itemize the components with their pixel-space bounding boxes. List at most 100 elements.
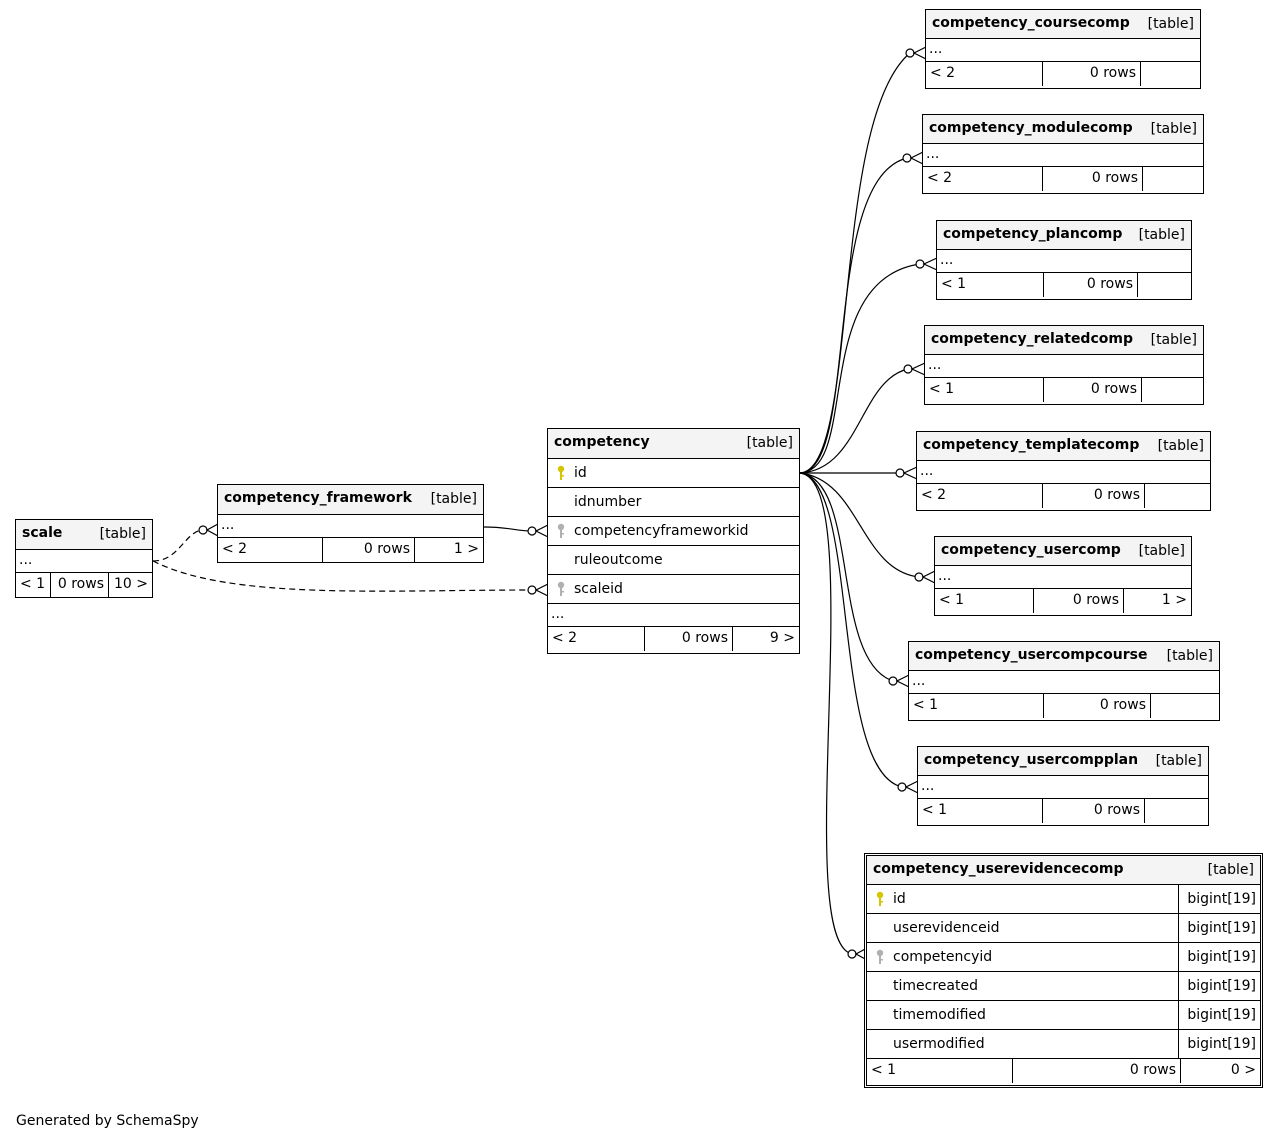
column-row[interactable]: id [548, 459, 799, 488]
edge-to-usercompplan [799, 472, 903, 788]
table-header: competency_plancomp [table] [937, 221, 1191, 250]
table-competency-templatecomp[interactable]: competency_templatecomp [table] ... < 2 … [916, 431, 1211, 511]
edge-to-plancomp [799, 263, 921, 474]
column-row[interactable]: competencyframeworkid [548, 517, 799, 546]
parents-count: < 2 [927, 170, 953, 186]
edge-scale-framework [152, 529, 205, 562]
table-name: scale [22, 525, 63, 541]
table-header: competency_userevidencecomp [table] [867, 856, 1260, 885]
row-count: 0 rows [1042, 799, 1144, 823]
table-footer: < 2 0 rows 1 > [218, 538, 483, 562]
table-footer: < 2 0 rows [926, 62, 1200, 86]
table-name: competency_relatedcomp [931, 331, 1133, 347]
table-competency-framework[interactable]: competency_framework [table] ... < 2 0 r… [217, 484, 484, 563]
children-count [1144, 484, 1210, 508]
table-header: competency_framework [table] [218, 485, 483, 515]
table-name: competency_userevidencecomp [873, 861, 1124, 877]
column-row[interactable]: timemodified bigint[19] [867, 1001, 1260, 1030]
table-competency-plancomp[interactable]: competency_plancomp [table] ... < 1 0 ro… [936, 220, 1192, 300]
column-row[interactable]: competencyid bigint[19] [867, 943, 1260, 972]
table-scale[interactable]: scale [table] ... < 1 0 rows 10 > [15, 519, 153, 598]
table-footer: < 2 0 rows [923, 167, 1203, 191]
table-header: competency_usercomp [table] [935, 537, 1191, 566]
table-name: competency_modulecomp [929, 120, 1133, 136]
column-name: id [574, 465, 587, 481]
row-count: 0 rows [1033, 589, 1123, 613]
row-count: 0 rows [1043, 378, 1141, 402]
column-name: id [893, 891, 906, 907]
children-count: 9 > [732, 627, 799, 651]
table-competency-usercompplan[interactable]: competency_usercompplan [table] ... < 1 … [917, 746, 1209, 826]
columns-ellipsis: ... [548, 604, 799, 627]
column-name: timemodified [893, 1007, 986, 1023]
table-footer: < 2 0 rows 9 > [548, 627, 799, 651]
row-count: 0 rows [50, 573, 108, 597]
children-count: 1 > [1123, 589, 1191, 613]
column-name: competencyid [893, 949, 993, 965]
edge-to-usercomp [799, 472, 920, 578]
column-name: idnumber [574, 494, 642, 510]
table-header: competency_coursecomp [table] [926, 10, 1200, 39]
parents-count: < 2 [222, 541, 248, 557]
generated-by-label: Generated by SchemaSpy [16, 1113, 199, 1129]
column-row[interactable]: idnumber [548, 488, 799, 517]
parents-count: < 1 [922, 802, 948, 818]
column-row[interactable]: id bigint[19] [867, 885, 1260, 914]
column-type: bigint[19] [1178, 1001, 1260, 1029]
table-name: competency_templatecomp [923, 437, 1140, 453]
table-kind: [table] [1150, 332, 1197, 348]
table-kind: [table] [1207, 862, 1254, 878]
children-count [1141, 378, 1203, 402]
primary-key-icon [876, 891, 884, 906]
column-row[interactable]: usermodified bigint[19] [867, 1030, 1260, 1059]
table-kind: [table] [1138, 543, 1185, 559]
columns-ellipsis: ... [218, 515, 483, 538]
table-header: competency_templatecomp [table] [917, 432, 1210, 461]
columns-ellipsis: ... [925, 355, 1203, 378]
table-kind: [table] [1147, 16, 1194, 32]
column-type: bigint[19] [1178, 1030, 1260, 1058]
children-count [1140, 62, 1200, 86]
column-name: userevidenceid [893, 920, 1000, 936]
table-name: competency_plancomp [943, 226, 1123, 242]
table-competency-userevidencecomp[interactable]: competency_userevidencecomp [table] id b… [864, 853, 1263, 1088]
table-footer: < 1 0 rows 0 > [867, 1059, 1260, 1083]
table-footer: < 1 0 rows 1 > [935, 589, 1191, 613]
column-row[interactable]: timecreated bigint[19] [867, 972, 1260, 1001]
table-competency[interactable]: competency [table] id idnumber competenc… [547, 428, 800, 654]
table-header: competency [table] [548, 429, 799, 459]
column-row[interactable]: ruleoutcome [548, 546, 799, 575]
row-count: 0 rows [1012, 1059, 1180, 1083]
column-name: timecreated [893, 978, 978, 994]
table-kind: [table] [1157, 438, 1204, 454]
foreign-key-icon [557, 581, 565, 596]
row-count: 0 rows [1042, 62, 1140, 86]
row-count: 0 rows [322, 538, 414, 562]
edge-to-coursecomp [799, 52, 911, 474]
parents-count: < 1 [941, 276, 967, 292]
table-competency-relatedcomp[interactable]: competency_relatedcomp [table] ... < 1 0… [924, 325, 1204, 405]
column-row[interactable]: userevidenceid bigint[19] [867, 914, 1260, 943]
foreign-key-icon [876, 949, 884, 964]
table-competency-usercomp[interactable]: competency_usercomp [table] ... < 1 0 ro… [934, 536, 1192, 616]
columns-ellipsis: ... [923, 144, 1203, 167]
foreign-key-icon [557, 523, 565, 538]
table-competency-modulecomp[interactable]: competency_modulecomp [table] ... < 2 0 … [922, 114, 1204, 194]
table-competency-usercompcourse[interactable]: competency_usercompcourse [table] ... < … [908, 641, 1220, 721]
table-kind: [table] [430, 491, 477, 507]
table-name: competency_usercomp [941, 542, 1121, 558]
columns-ellipsis: ... [917, 461, 1210, 484]
table-competency-coursecomp[interactable]: competency_coursecomp [table] ... < 2 0 … [925, 9, 1201, 89]
children-count: 10 > [108, 573, 152, 597]
table-header: scale [table] [16, 520, 152, 550]
table-footer: < 1 0 rows [937, 273, 1191, 297]
parents-count: < 1 [913, 697, 939, 713]
children-count: 0 > [1180, 1059, 1260, 1083]
column-type: bigint[19] [1178, 943, 1260, 971]
edge-framework-competency [483, 526, 533, 532]
primary-key-icon [557, 465, 565, 480]
column-row[interactable]: scaleid [548, 575, 799, 604]
children-count [1142, 167, 1203, 191]
columns-ellipsis: ... [918, 776, 1208, 799]
